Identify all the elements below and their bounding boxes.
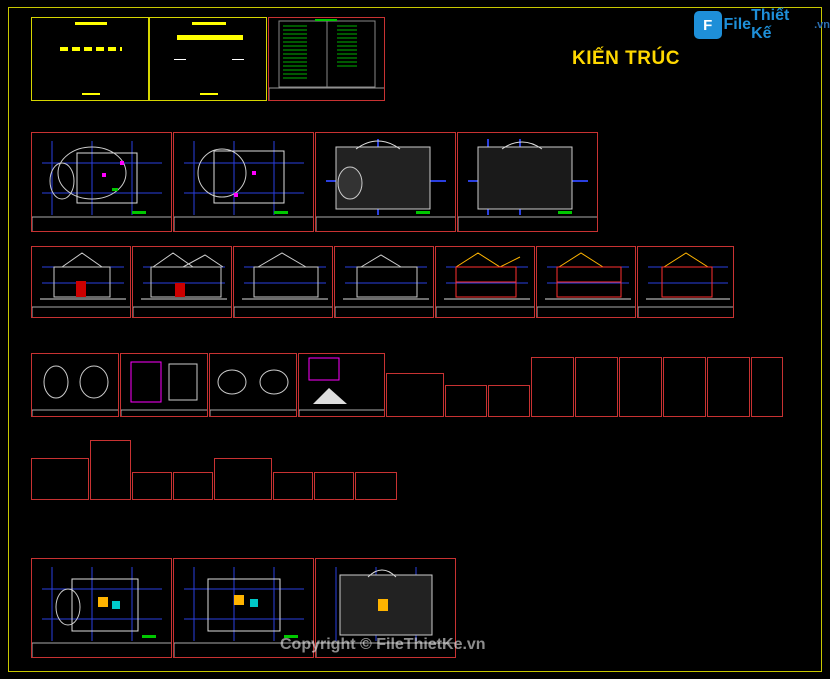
elevation-drawing (234, 252, 332, 317)
floor-plan-sheet-1[interactable] (31, 132, 172, 232)
detail-sheet-1[interactable] (31, 353, 119, 417)
detail-sheet-2[interactable] (120, 353, 208, 417)
elevation-sheet-4[interactable] (334, 246, 434, 318)
small-sheet-4[interactable] (173, 472, 213, 500)
drawing-frame (8, 7, 822, 672)
floor-plan-drawing (32, 567, 171, 657)
small-sheet-6[interactable] (273, 472, 313, 500)
bottom-plan-sheet-3[interactable] (315, 558, 456, 658)
floor-plan-drawing (174, 141, 313, 231)
section-sheet-2[interactable] (536, 246, 636, 318)
cover-heading-bar (177, 35, 243, 40)
detail-sheet-11[interactable] (663, 357, 706, 417)
detail-sheet-6[interactable] (445, 385, 487, 417)
cover-footer-bar (200, 93, 218, 95)
elevation-drawing (335, 254, 433, 317)
bottom-plan-sheet-1[interactable] (31, 558, 172, 658)
index-sheet[interactable] (268, 17, 385, 101)
small-sheet-2[interactable] (90, 440, 131, 500)
roof-plan-drawing (458, 139, 597, 231)
small-sheet-1[interactable] (31, 458, 89, 500)
small-sheet-7[interactable] (314, 472, 354, 500)
detail-sheet-5[interactable] (386, 373, 444, 417)
roof-plan-drawing (316, 567, 455, 657)
logo-name-part2: Thiết Kế (751, 7, 790, 42)
cover-dash-line (60, 47, 122, 51)
small-sheet-8[interactable] (355, 472, 397, 500)
cover-sheet-1[interactable] (31, 17, 149, 101)
logo-domain: .vn (814, 19, 830, 31)
elevation-sheet-1[interactable] (31, 246, 131, 318)
cover-title-bar (75, 22, 107, 25)
elevation-sheet-2[interactable] (132, 246, 232, 318)
copyright-watermark: Copyright © FileThietKe.vn (280, 636, 486, 653)
site-logo[interactable]: F File Thiết Kế .vn (694, 7, 830, 42)
detail-drawing (210, 369, 296, 416)
cover-footer-bar (82, 93, 100, 95)
cover-title-bar (192, 22, 226, 25)
detail-sheet-4[interactable] (298, 353, 385, 417)
section-drawing (436, 252, 534, 317)
section-sheet-1[interactable] (435, 246, 535, 318)
index-table (269, 19, 384, 100)
detail-drawing (299, 357, 384, 416)
logo-badge-icon: F (694, 11, 722, 39)
roof-plan-drawing (316, 139, 455, 231)
floor-plan-drawing (32, 141, 171, 231)
elevation-sheet-3[interactable] (233, 246, 333, 318)
detail-sheet-7[interactable] (488, 385, 530, 417)
floor-plan-sheet-3[interactable] (315, 132, 456, 232)
detail-sheet-10[interactable] (619, 357, 662, 417)
small-sheet-5[interactable] (214, 458, 272, 500)
bottom-plan-sheet-2[interactable] (173, 558, 314, 658)
elevation-drawing (133, 252, 231, 317)
detail-drawing (32, 365, 118, 416)
detail-sheet-13[interactable] (751, 357, 783, 417)
detail-sheet-3[interactable] (209, 353, 297, 417)
cover-sheet-2[interactable] (149, 17, 267, 101)
cover-dash-line (174, 59, 244, 60)
section-sheet-3[interactable] (637, 246, 734, 318)
elevation-drawing (32, 252, 130, 317)
small-sheet-3[interactable] (132, 472, 172, 500)
section-drawing (638, 252, 733, 317)
floor-plan-sheet-2[interactable] (173, 132, 314, 232)
floor-plan-drawing (174, 567, 313, 657)
floor-plan-sheet-4[interactable] (457, 132, 598, 232)
detail-drawing (121, 361, 207, 416)
section-drawing (537, 252, 635, 317)
logo-name-part1: File (723, 16, 752, 33)
section-title: KIẾN TRÚC (572, 48, 680, 69)
detail-sheet-8[interactable] (531, 357, 574, 417)
detail-sheet-9[interactable] (575, 357, 618, 417)
detail-sheet-12[interactable] (707, 357, 750, 417)
